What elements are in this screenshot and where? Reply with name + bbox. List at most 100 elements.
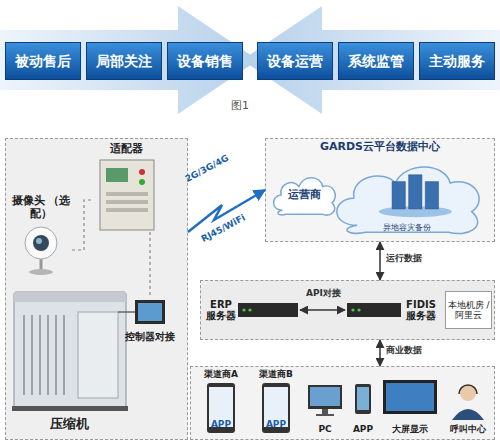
server-led bbox=[357, 308, 360, 311]
node-label: APP bbox=[353, 424, 373, 434]
grill-line bbox=[39, 315, 41, 395]
node-label: 异地容灾备份 bbox=[383, 223, 431, 232]
call-center: 呼叫中心 bbox=[443, 369, 493, 437]
compressor-door bbox=[78, 312, 118, 398]
app-client: APP bbox=[348, 369, 378, 437]
compressor-top bbox=[14, 292, 126, 302]
wall-display: 大屏显示 bbox=[379, 369, 441, 437]
connector bbox=[379, 340, 381, 366]
node-label: APP bbox=[211, 419, 231, 429]
node-label: 呼叫中心 bbox=[450, 424, 486, 434]
panel-fill bbox=[5, 138, 188, 440]
arrow-right-shape bbox=[0, 6, 258, 114]
client-band: 渠道商AAPP渠道商BAPPPCAPP大屏显示呼叫中心 bbox=[190, 366, 495, 440]
node-label: 运营商 bbox=[288, 189, 321, 202]
stage-box: 主动服务 bbox=[419, 42, 495, 80]
camera-device: 摄像头 （选配） bbox=[10, 195, 72, 275]
compressor-body bbox=[14, 292, 126, 408]
stage-box: 设备销售 bbox=[167, 42, 243, 80]
adapter-cabinet bbox=[100, 160, 154, 230]
controller-wire bbox=[118, 311, 135, 313]
device-panel: 摄像头 （选配） 适配器控制器对接压缩机 bbox=[5, 138, 188, 440]
link-type-label: 2G/3G/4G bbox=[184, 154, 231, 185]
controller-frame bbox=[135, 300, 165, 324]
adapter-light bbox=[139, 169, 145, 175]
stage-box: 设备运营 bbox=[257, 42, 333, 80]
camera-body bbox=[25, 227, 57, 259]
edge-label: 运行数据 bbox=[386, 254, 422, 264]
compressor-base bbox=[12, 406, 128, 411]
node-label: 本地机房 /阿里云 bbox=[446, 300, 491, 321]
cloud-platform: GARDS云平台数据中心运营商异地容灾备份 bbox=[265, 138, 495, 242]
grill-line bbox=[31, 315, 33, 395]
adapter-slot bbox=[106, 192, 148, 196]
node-label: GARDS云平台数据中心 bbox=[320, 141, 440, 154]
panel-fill bbox=[265, 138, 495, 242]
stage-label: 局部关注 bbox=[96, 53, 152, 69]
erp-server: ERP 服务器 bbox=[204, 285, 300, 335]
hosting-note: 本地机房 /阿里云 bbox=[445, 291, 492, 329]
node-label: 摄像头 （选配） bbox=[10, 195, 72, 220]
grill-line bbox=[23, 315, 25, 395]
node-label: ERP 服务器 bbox=[204, 299, 238, 322]
phone-body bbox=[207, 383, 235, 433]
camera-base bbox=[29, 269, 53, 275]
monitor-base bbox=[316, 414, 334, 416]
adapter-light bbox=[139, 179, 145, 185]
edge-label: API对接 bbox=[300, 289, 347, 299]
wall-screen-display bbox=[386, 383, 434, 411]
node-label: APP bbox=[266, 419, 286, 429]
pc-client: PC bbox=[303, 369, 347, 437]
stage-label: 被动售后 bbox=[15, 53, 71, 69]
controller-display bbox=[138, 303, 162, 321]
panel-fill bbox=[200, 280, 495, 340]
cloud-shape bbox=[337, 167, 479, 234]
server-band: ERP 服务器 FIDIS 服务器本地机房 /阿里云 bbox=[200, 280, 495, 340]
phone-screen bbox=[357, 387, 369, 410]
stage-box: 局部关注 bbox=[86, 42, 162, 80]
cloud-shape bbox=[274, 178, 336, 215]
adapter-slot bbox=[106, 208, 148, 212]
compressor-unit: 压缩机 bbox=[10, 285, 128, 432]
monitor-frame bbox=[308, 385, 342, 409]
camera-lens-glint bbox=[36, 238, 42, 244]
stage-label: 设备运营 bbox=[267, 53, 323, 69]
wall-screen bbox=[383, 380, 437, 414]
arrow-left-shape bbox=[242, 6, 500, 114]
adapter-slot bbox=[106, 200, 148, 204]
controller-screen: 控制器对接 bbox=[118, 298, 182, 342]
connector bbox=[379, 242, 381, 280]
grill-line bbox=[47, 315, 49, 395]
carrier-cloud: 运营商 bbox=[268, 172, 340, 218]
stage-box: 系统监管 bbox=[338, 42, 414, 80]
grill-line bbox=[55, 315, 57, 395]
node-label: 渠道商A bbox=[204, 369, 238, 379]
panel-fill bbox=[190, 366, 495, 440]
figure-caption: 图1 bbox=[220, 100, 260, 112]
agent-headset bbox=[459, 385, 477, 394]
stage-box: 被动售后 bbox=[5, 42, 81, 80]
camera-lens bbox=[33, 235, 49, 251]
node-label: 大屏显示 bbox=[392, 424, 428, 434]
edge-label: 商业数据 bbox=[386, 346, 422, 356]
server-rack bbox=[238, 303, 298, 317]
link-type-label: RJ45/WiFi bbox=[200, 213, 247, 244]
node-label: FIDIS 服务器 bbox=[401, 299, 441, 322]
adapter-device: 适配器 bbox=[92, 143, 160, 232]
grill-line bbox=[63, 315, 65, 395]
adapter-panel bbox=[106, 168, 128, 182]
server-led bbox=[351, 308, 354, 311]
stage-label: 主动服务 bbox=[429, 53, 485, 69]
server-tower bbox=[392, 182, 405, 209]
monitor-screen bbox=[310, 387, 340, 406]
connector bbox=[149, 232, 150, 298]
channel-app: 渠道商BAPP bbox=[250, 369, 302, 437]
agent-head bbox=[460, 385, 476, 401]
fidis-server: FIDIS 服务器 bbox=[345, 285, 441, 335]
server-tower bbox=[409, 175, 422, 209]
channel-app: 渠道商A APP bbox=[195, 369, 247, 437]
node-label: 控制器对接 bbox=[125, 331, 175, 343]
stage-label: 系统监管 bbox=[348, 53, 404, 69]
connector bbox=[300, 309, 345, 311]
connector bbox=[72, 200, 92, 250]
